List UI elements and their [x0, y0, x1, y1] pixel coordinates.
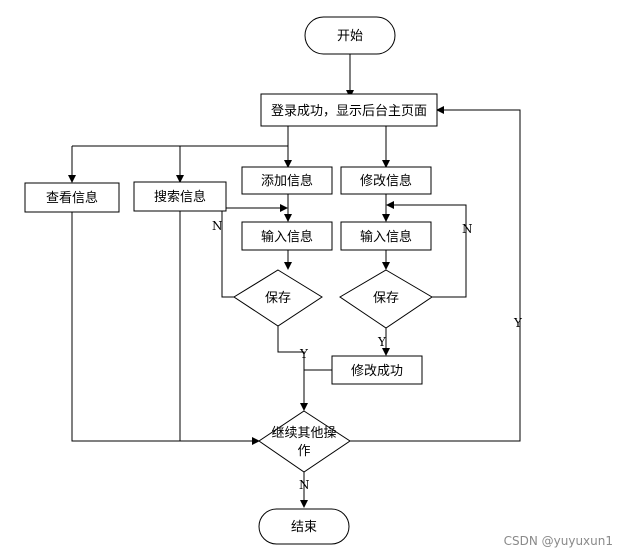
arrowhead — [436, 106, 444, 114]
arrowhead — [252, 437, 260, 445]
save-edit-decision — [339, 269, 433, 329]
label-n-continue: N — [299, 478, 310, 492]
label-y-add: Y — [299, 347, 309, 361]
input-edit-label: 输入信息 — [360, 229, 412, 245]
start-terminal — [304, 16, 396, 55]
edge-continue-yes — [350, 109, 521, 442]
view-process — [24, 182, 120, 213]
label-y-edit: Y — [377, 335, 387, 349]
arrowhead — [382, 160, 390, 168]
save-edit-label: 保存 — [373, 291, 399, 306]
arrowhead — [300, 500, 308, 508]
arrowhead — [284, 214, 292, 222]
edge-saveadd-yes — [277, 326, 305, 403]
search-label: 搜索信息 — [154, 189, 206, 205]
edit-success-label: 修改成功 — [351, 364, 403, 379]
start-label: 开始 — [337, 29, 363, 44]
arrowhead — [176, 175, 184, 183]
end-label: 结束 — [291, 520, 317, 535]
label-y-continue: Y — [513, 316, 523, 330]
input-edit-process — [340, 221, 432, 251]
save-add-decision — [233, 269, 323, 327]
continue-decision — [258, 410, 351, 473]
label-n-edit: N — [462, 222, 473, 236]
watermark: CSDN @yuyuxun1 — [504, 534, 613, 548]
add-label: 添加信息 — [261, 173, 313, 189]
edge-saveedit-no-loop — [394, 204, 467, 298]
arrowhead — [382, 262, 390, 270]
add-process — [241, 166, 333, 195]
login-process — [260, 93, 438, 127]
login-label: 登录成功，显示后台主页面 — [271, 104, 427, 119]
input-add-label: 输入信息 — [261, 229, 313, 245]
edit-success-process — [331, 355, 423, 385]
continue-label-line2: 作 — [297, 444, 310, 459]
arrowhead — [386, 201, 394, 209]
edge-view-continue — [71, 212, 252, 442]
continue-label-line1: 继续其他操 — [271, 425, 336, 441]
edit-process — [340, 166, 432, 195]
edge-saveadd-no-loop — [221, 207, 280, 298]
view-label: 查看信息 — [46, 190, 98, 206]
save-add-label: 保存 — [265, 291, 291, 306]
search-process — [133, 181, 227, 212]
label-n-add: N — [212, 219, 223, 233]
edit-label: 修改信息 — [360, 173, 412, 189]
edges — [68, 54, 521, 508]
arrowhead — [284, 262, 292, 270]
arrowhead — [280, 204, 288, 212]
arrowhead — [68, 175, 76, 183]
edge-login-branches — [71, 126, 387, 175]
nodes: 开始 登录成功，显示后台主页面 查看信息 搜索信息 添加信息 修改信息 输入信息… — [24, 16, 438, 545]
end-terminal — [258, 508, 350, 545]
edge-labels: N N Y Y Y N — [212, 219, 523, 492]
arrowhead — [382, 214, 390, 222]
input-add-process — [241, 221, 333, 251]
arrowhead — [284, 160, 292, 168]
arrowhead — [300, 403, 308, 411]
arrowhead — [382, 348, 390, 356]
